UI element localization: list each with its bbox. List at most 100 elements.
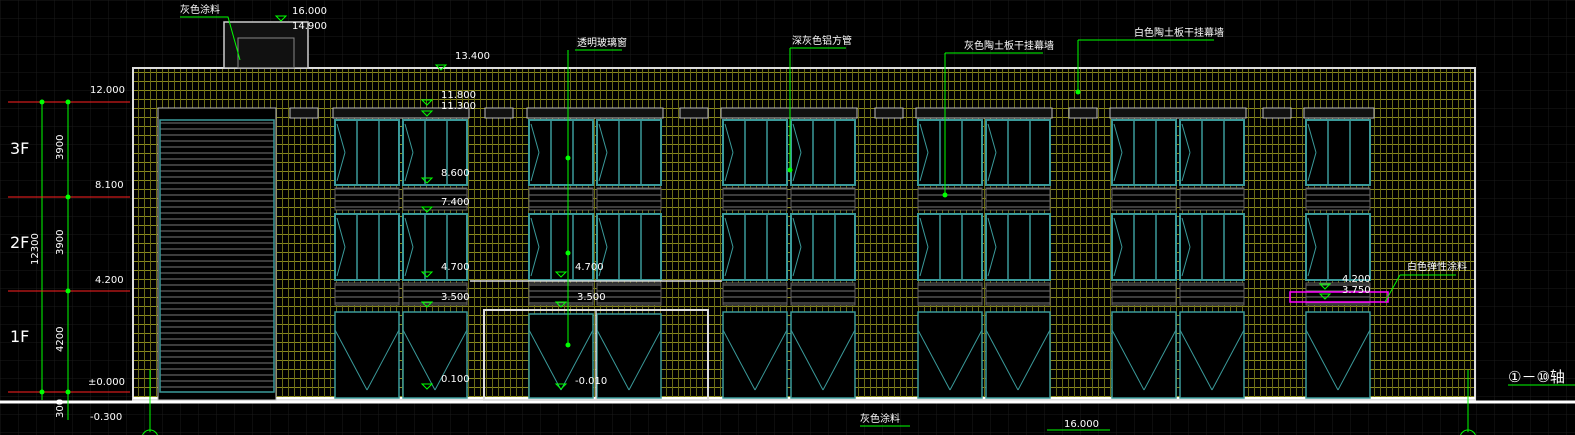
window-opening-mark [724, 246, 734, 277]
storefront-mark [722, 329, 756, 391]
spandrel-louver [528, 187, 594, 211]
window-frame [334, 213, 400, 281]
window-opening-mark [1307, 123, 1317, 153]
window-opening-mark [792, 217, 802, 248]
window-frame [1179, 119, 1245, 186]
level-13400: 13.400 [455, 51, 490, 62]
axis-bubble-1 [142, 429, 158, 435]
storefront-mark [1179, 329, 1213, 391]
storefront-mark [334, 329, 368, 391]
spandrel-louver [402, 187, 468, 211]
window-opening-mark [404, 152, 414, 182]
elevation-title: ①－⑩轴 [1508, 368, 1565, 386]
entrance-door-mark [528, 329, 562, 391]
bay-top-panel [1109, 107, 1247, 119]
window-frame [1111, 213, 1177, 281]
note-white-ceramic: 白色陶土板干挂幕墙 [1134, 26, 1224, 39]
window-opening-mark [987, 152, 997, 182]
storefront-frame [1179, 311, 1245, 399]
window-opening-mark [1181, 217, 1191, 248]
bay-top-panel [332, 107, 470, 119]
level-3500: 3.500 [441, 292, 470, 303]
window-opening-mark [724, 217, 734, 248]
pier-top-panel [874, 107, 904, 119]
dim-2f: 3900 [55, 230, 66, 255]
window-frame [402, 213, 468, 281]
note-gray-ceramic: 灰色陶土板干挂幕墙 [964, 39, 1054, 52]
window-opening-mark [1181, 123, 1191, 153]
storefront-mark [434, 329, 468, 391]
window-frame [1305, 119, 1371, 186]
window-opening-mark [919, 217, 929, 248]
main-entrance [470, 280, 722, 401]
level-label-4200: 4.200 [95, 275, 124, 286]
storefront-mark [1337, 329, 1371, 391]
window-frame [402, 119, 468, 186]
window-bays [289, 107, 1375, 399]
window-frame [917, 213, 983, 281]
level-4200b: 4.200 [1342, 274, 1371, 285]
level-3750: 3.750 [1342, 285, 1371, 296]
floor-label-2f: 2F [10, 233, 29, 252]
level-8600: 8.600 [441, 168, 470, 179]
window-opening-mark [336, 217, 346, 248]
entrance-door [596, 313, 662, 399]
spandrel-louver [1111, 282, 1177, 306]
level-triangles [274, 15, 1332, 390]
pier-top-panel [1262, 107, 1292, 119]
level-14900: 14.900 [292, 21, 327, 32]
entrance-door-mark [560, 329, 594, 391]
storefront-frame [1111, 311, 1177, 399]
spandrel-louver [334, 282, 400, 306]
note-glass: 透明玻璃窗 [577, 36, 627, 49]
window-opening-mark [1113, 246, 1123, 277]
spandrel-louver [334, 187, 400, 211]
leader-dots [565, 89, 1081, 348]
bay-top-panel [526, 107, 664, 119]
window-opening-mark [792, 123, 802, 153]
bay-top-panel [720, 107, 858, 119]
window-opening-mark [598, 152, 608, 182]
window-frame [1111, 119, 1177, 186]
window-opening-mark [404, 246, 414, 277]
spandrel-louver [528, 282, 594, 306]
note-gray-paint: 灰色涂料 [180, 3, 220, 16]
window-opening-mark [530, 123, 540, 153]
spandrel-louver [790, 187, 856, 211]
window-opening-mark [792, 246, 802, 277]
window-opening-mark [1113, 123, 1123, 153]
window-opening-mark [598, 123, 608, 153]
spandrel-louver [596, 282, 662, 306]
window-opening-mark [987, 246, 997, 277]
level-11800: 11.800 [441, 90, 476, 101]
window-opening-mark [530, 246, 540, 277]
storefront-mark [1305, 329, 1339, 391]
storefront-mark [1111, 329, 1145, 391]
window-opening-mark [530, 152, 540, 182]
window-opening-mark [1181, 246, 1191, 277]
storefront-frame [402, 311, 468, 399]
window-opening-mark [724, 123, 734, 153]
storefront-frame [917, 311, 983, 399]
dim-base: 300 [55, 399, 66, 418]
level-neg0010: -0.010 [575, 376, 607, 387]
window-opening-mark [1307, 246, 1317, 277]
storefront-mark [754, 329, 788, 391]
level-4700: 4.700 [441, 262, 470, 273]
pier-top-panel [679, 107, 709, 119]
level-3500b: 3.500 [577, 292, 606, 303]
level-label-ground: ±0.000 [88, 377, 125, 388]
level-4700b: 4.700 [575, 262, 604, 273]
pier-top-panel [289, 107, 319, 119]
storefront-mark [366, 329, 400, 391]
window-frame [528, 119, 594, 186]
window-frame [1179, 213, 1245, 281]
level-label-8100: 8.100 [95, 180, 124, 191]
window-opening-mark [598, 246, 608, 277]
spandrel-louver [985, 187, 1051, 211]
spandrel-louver [917, 187, 983, 211]
spandrel-louver [985, 282, 1051, 306]
level-16000: 16.000 [292, 6, 327, 17]
spandrel-louver [1305, 282, 1371, 306]
window-opening-mark [1181, 152, 1191, 182]
